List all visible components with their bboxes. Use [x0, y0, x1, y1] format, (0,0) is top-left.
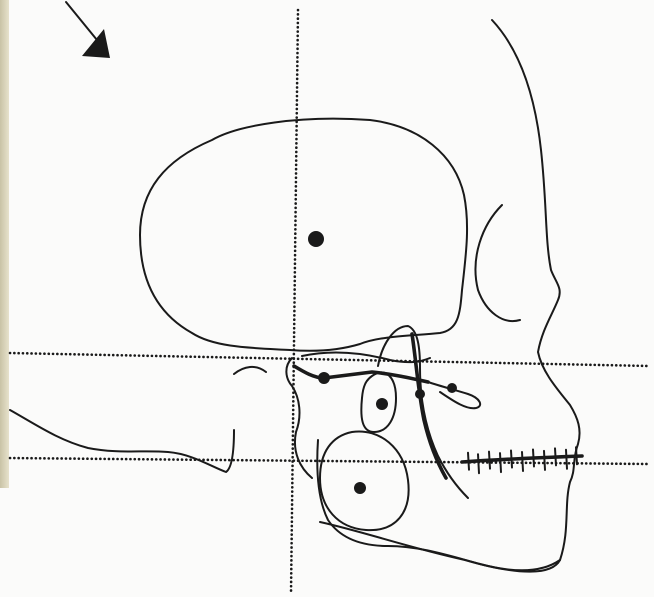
occipital-base-outline [10, 410, 234, 472]
lower-oval-center-dot [354, 482, 366, 494]
posterior-ramus-stroke [412, 334, 446, 478]
braincase-center-dot [308, 231, 324, 247]
tooth-tick [478, 454, 479, 473]
orbit-outline [475, 205, 520, 321]
tooth-tick [522, 452, 523, 471]
upper-horizontal-reference-line [10, 353, 650, 366]
upper-oval-center-dot [376, 398, 388, 410]
tooth-tick [511, 451, 512, 468]
articular-joint-dot [318, 372, 330, 384]
tooth-tick [500, 453, 501, 472]
capsule-end-dot [447, 383, 457, 393]
tooth-tick [544, 451, 545, 470]
articular-bar [294, 366, 428, 382]
pointer-arrow-icon [66, 2, 110, 58]
tooth-tick [533, 449, 534, 466]
braincase-outline [140, 119, 467, 351]
tooth-tick [468, 453, 469, 470]
tooth-tick [489, 452, 490, 469]
vertical-reference-line [291, 10, 298, 594]
mastoid-hook [234, 367, 266, 374]
lower-oval-outline [320, 431, 409, 530]
tooth-tick [566, 450, 567, 469]
tooth-tick [576, 447, 577, 464]
dentition-row [462, 447, 582, 473]
tooth-tick [555, 448, 556, 465]
